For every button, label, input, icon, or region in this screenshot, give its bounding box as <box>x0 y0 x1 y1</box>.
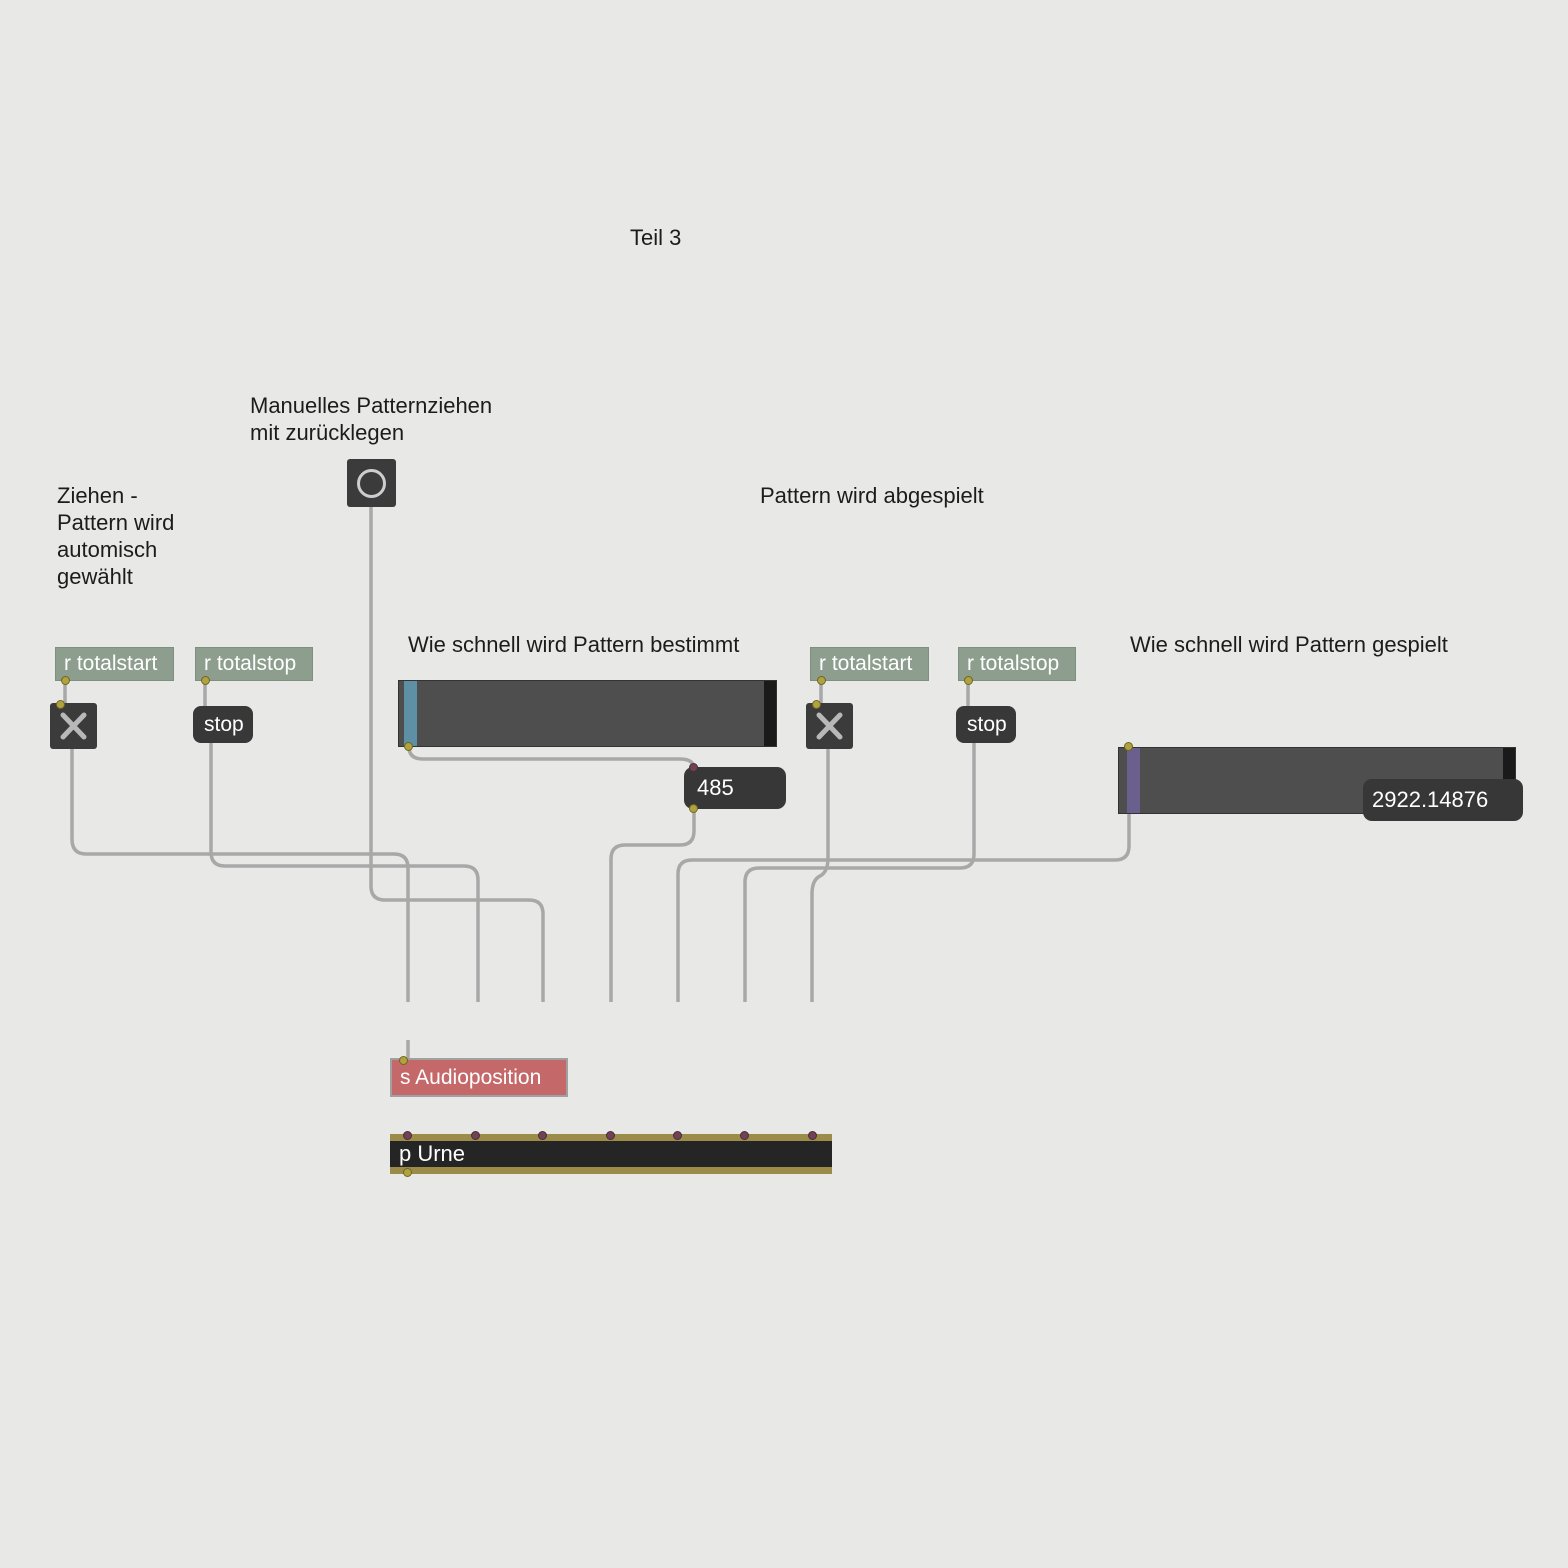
receive-totalstop-left[interactable]: r totalstop <box>195 647 313 681</box>
comment-title: Teil 3 <box>630 225 682 250</box>
toggle-x-icon <box>60 712 87 740</box>
inlet-port[interactable] <box>689 763 698 772</box>
cord-toggle-right-to-urne-inlet7[interactable] <box>810 749 830 1002</box>
stop-message-right[interactable]: stop <box>956 706 1016 743</box>
inlet-port[interactable] <box>403 1131 412 1140</box>
outlet-port[interactable] <box>403 1168 412 1177</box>
stop-message-left-label: stop <box>204 712 244 736</box>
outlet-port[interactable] <box>404 742 413 751</box>
receive-totalstop-left-label: r totalstop <box>204 652 297 675</box>
toggle-left[interactable] <box>50 703 97 749</box>
number-box-bestimmt-value: 485 <box>697 775 734 800</box>
outlet-port[interactable] <box>964 676 973 685</box>
comment-manual-pattern: Manuelles Patternziehen mit zurücklegen <box>250 393 493 445</box>
comment-bestimmt: Wie schnell wird Pattern bestimmt <box>408 632 740 657</box>
outlet-port[interactable] <box>1124 742 1133 751</box>
inlet-port[interactable] <box>808 1131 817 1140</box>
subpatcher-urne-inner: p Urne <box>390 1141 832 1167</box>
receive-totalstart-right[interactable]: r totalstart <box>810 647 929 681</box>
subpatcher-urne-label: p Urne <box>399 1141 466 1166</box>
inlet-port[interactable] <box>471 1131 480 1140</box>
slider-bestimmt-endcap <box>764 681 776 746</box>
inlet-port[interactable] <box>673 1131 682 1140</box>
cord-bang-to-urne-inlet3[interactable] <box>369 507 545 1002</box>
outlet-port[interactable] <box>817 676 826 685</box>
receive-totalstart-left-label: r totalstart <box>64 652 158 675</box>
comment-abgespielt: Pattern wird abgespielt <box>760 483 984 508</box>
outlet-port[interactable] <box>689 804 698 813</box>
cord-stop-left-to-urne-inlet2[interactable] <box>209 743 480 1002</box>
receive-totalstart-left[interactable]: r totalstart <box>55 647 174 681</box>
send-audioposition[interactable]: s Audioposition <box>390 1056 568 1097</box>
outlet-port[interactable] <box>201 676 210 685</box>
number-box-gespielt-value: 2922.14876 <box>1372 787 1489 812</box>
cord-slider-gespielt-to-urne-inlet5[interactable] <box>676 747 1131 1002</box>
receive-totalstop-right[interactable]: r totalstop <box>958 647 1076 681</box>
inlet-port[interactable] <box>812 700 821 709</box>
comment-gespielt: Wie schnell wird Pattern gespielt <box>1130 632 1448 657</box>
send-audioposition-label: s Audioposition <box>400 1065 542 1089</box>
number-box-bestimmt[interactable]: 485 <box>684 767 786 809</box>
cord-toggle-left-to-urne-inlet1[interactable] <box>70 749 410 1002</box>
bang-button[interactable] <box>347 459 396 507</box>
inlet-port[interactable] <box>606 1131 615 1140</box>
slider-bestimmt[interactable] <box>398 680 777 747</box>
stop-message-right-label: stop <box>967 712 1007 736</box>
cord-slider-bestimmt-to-number[interactable] <box>407 746 696 771</box>
toggle-right[interactable] <box>806 703 853 749</box>
toggle-x-icon <box>816 712 843 740</box>
inlet-port[interactable] <box>399 1056 408 1065</box>
slider-gespielt-handle[interactable] <box>1127 748 1140 813</box>
comment-ziehen: Ziehen - Pattern wird automisch gewählt <box>57 483 175 589</box>
number-box-gespielt[interactable]: 2922.14876 <box>1363 779 1523 821</box>
inlet-port[interactable] <box>538 1131 547 1140</box>
bang-circle-icon <box>357 468 386 498</box>
inlet-port[interactable] <box>740 1131 749 1140</box>
slider-bestimmt-handle[interactable] <box>404 681 417 746</box>
subpatcher-urne[interactable]: p Urne <box>390 1131 832 1177</box>
receive-totalstart-right-label: r totalstart <box>819 652 913 675</box>
stop-message-left[interactable]: stop <box>193 706 253 743</box>
cord-number-bestimmt-to-urne-inlet4[interactable] <box>609 809 696 1002</box>
outlet-port[interactable] <box>61 676 70 685</box>
receive-totalstop-right-label: r totalstop <box>967 652 1060 675</box>
inlet-port[interactable] <box>56 700 65 709</box>
